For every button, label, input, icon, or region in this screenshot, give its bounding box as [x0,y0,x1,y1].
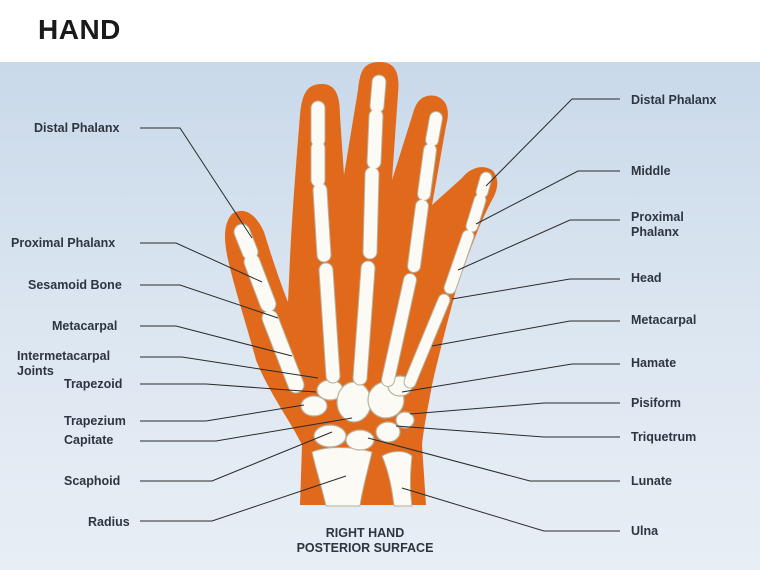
caption-line-1: RIGHT HAND [325,526,405,540]
leader-ulna [401,487,620,532]
header-bar: HAND [0,0,760,62]
leader-intermetacarpal-joints [140,356,319,379]
label-hamate: Hamate [631,356,677,370]
leader-distal-phalanx-left [140,127,253,239]
leader-proximal-phalanx-right [457,219,620,271]
leader-lines [140,98,620,532]
leader-trapezoid [140,383,317,393]
label-proximal-phalanx-right: Proximal Phalanx [631,210,684,239]
label-head: Head [631,271,662,285]
label-sesamoid-bone: Sesamoid Bone [28,278,122,292]
leader-capitate [140,417,353,442]
leader-scaphoid [140,431,333,482]
leader-hamate [401,363,620,393]
label-metacarpal-left: Metacarpal [52,319,118,333]
label-distal-phalanx-right: Distal Phalanx [631,93,717,107]
little-finger-bones [403,171,493,389]
leader-lunate [367,437,620,482]
label-capitate: Capitate [64,433,114,447]
ring-finger-bones [381,111,443,387]
thumb-bones [233,223,305,394]
label-middle: Middle [631,164,671,178]
leader-middle [475,170,620,225]
diagram-caption: RIGHT HAND POSTERIOR SURFACE [270,526,460,556]
middle-finger-bones [352,74,387,386]
leader-trapezium [140,404,305,422]
index-finger-bones [310,100,341,384]
radius-bone [311,447,373,507]
label-triquetrum: Triquetrum [631,430,697,444]
carpal-bones [300,375,415,451]
leader-triquetrum [395,425,620,438]
finger-bones [233,74,493,394]
leader-metacarpal-right [431,320,620,347]
page-title: HAND [38,14,121,45]
label-distal-phalanx-left: Distal Phalanx [34,121,120,135]
label-ulna: Ulna [631,524,659,538]
label-pisiform: Pisiform [631,396,682,410]
leader-pisiform [409,402,620,415]
leader-radius [140,475,347,522]
label-radius: Radius [88,515,130,529]
leader-head [451,278,620,300]
ulna-bone [381,451,413,507]
leader-metacarpal-left [140,325,293,357]
label-metacarpal-right: Metacarpal [631,313,697,327]
label-trapezium: Trapezium [64,414,126,428]
leader-sesamoid-bone [140,284,279,319]
label-trapezoid: Trapezoid [64,377,123,391]
label-proximal-phalanx-left: Proximal Phalanx [11,236,116,250]
leader-proximal-phalanx-left [140,242,263,283]
label-lunate: Lunate [631,474,672,488]
leader-distal-phalanx-right [485,98,620,187]
label-scaphoid: Scaphoid [64,474,121,488]
label-intermetacarpal-joints: Intermetacarpal Joints [17,349,111,378]
caption-line-2: POSTERIOR SURFACE [296,541,434,555]
